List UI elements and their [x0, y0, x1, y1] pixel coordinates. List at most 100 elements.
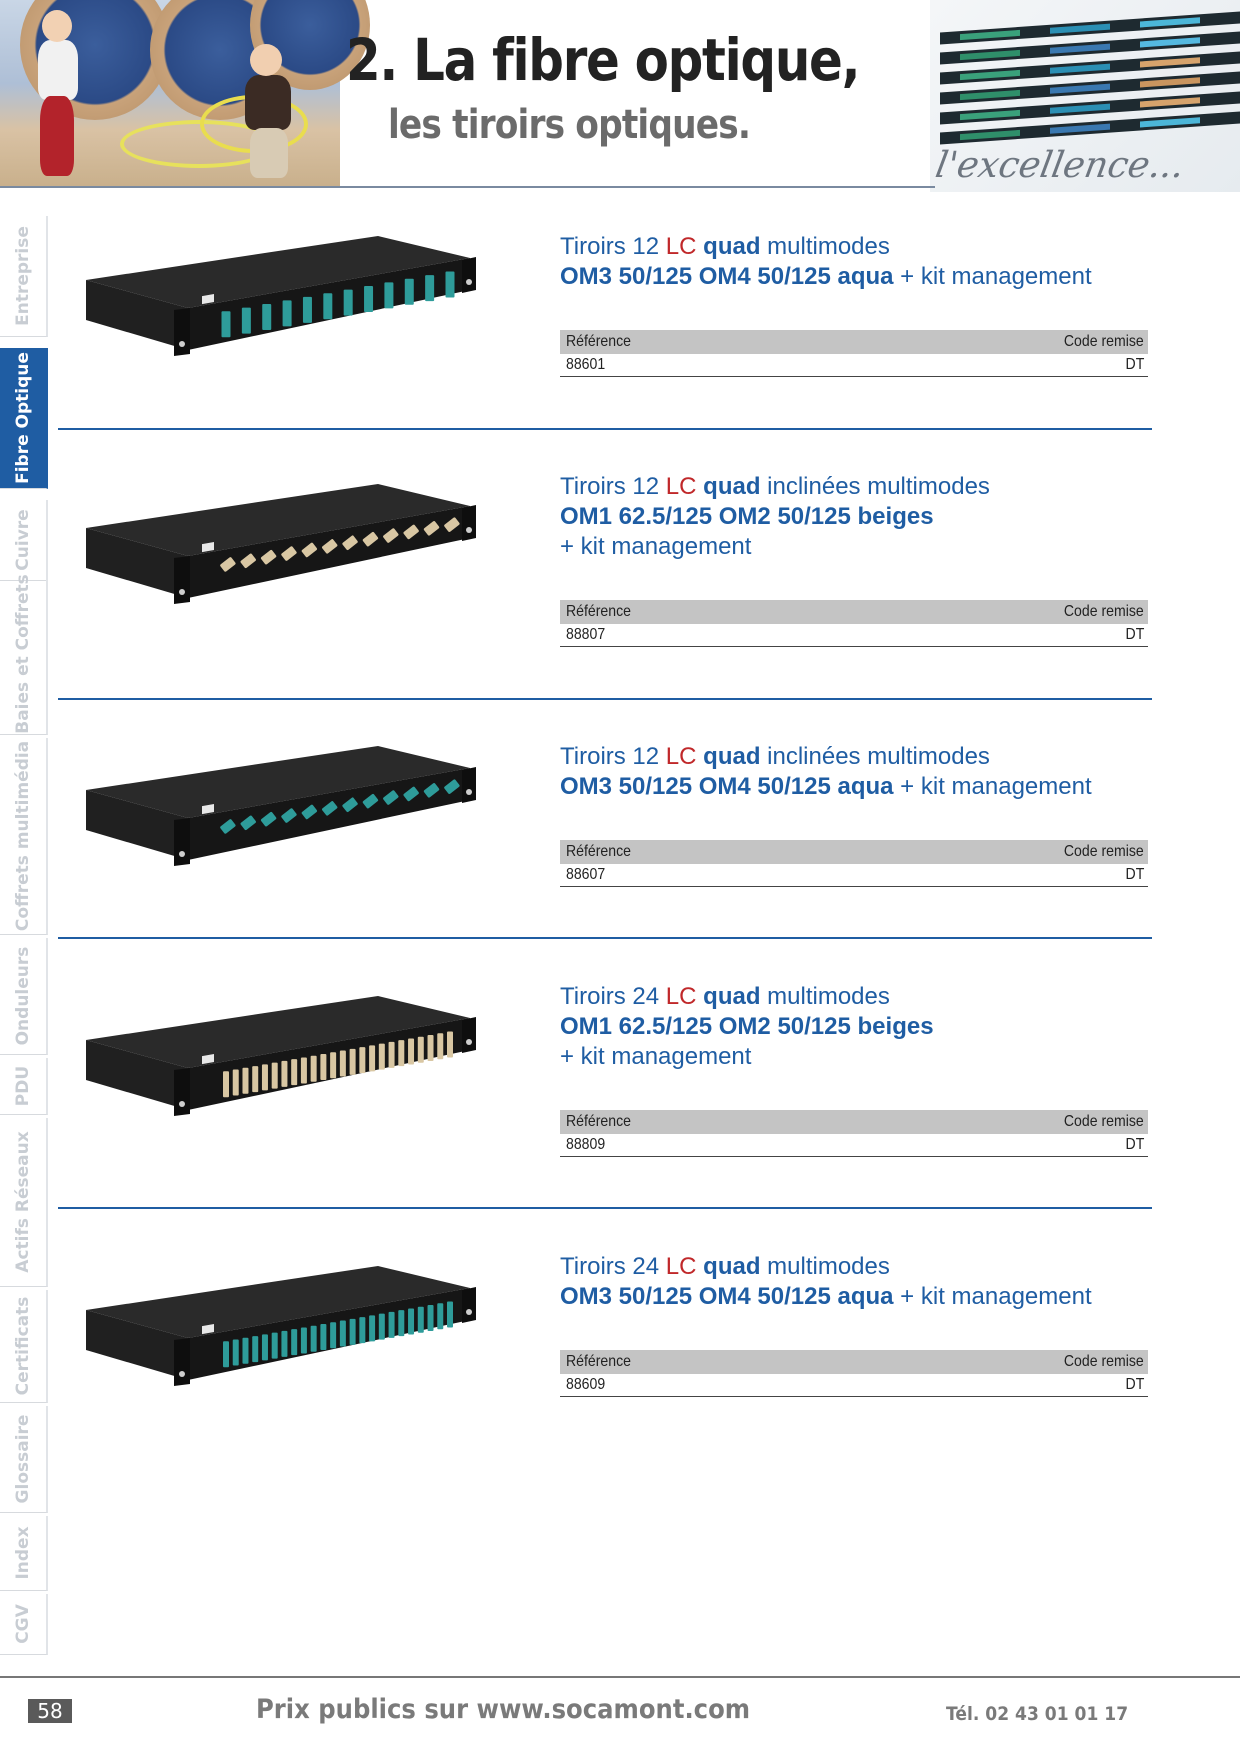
mount-ear-left: [174, 308, 190, 356]
reference-value: 88809: [566, 1136, 606, 1153]
section-divider: [58, 1207, 1152, 1209]
lc-connector: [364, 285, 374, 312]
tab-actifs-reseaux[interactable]: Actifs Réseaux: [0, 1118, 48, 1287]
tab-coffrets-multimedia[interactable]: Coffrets multimédia: [0, 738, 48, 935]
tab-glossaire[interactable]: Glossaire: [0, 1406, 48, 1513]
code-remise-header: Code remise: [1064, 1113, 1144, 1130]
lc-connector: [408, 1308, 415, 1335]
mount-hole: [179, 341, 185, 347]
lc-connector: [310, 1055, 317, 1082]
product-line-1: Tiroirs 12 LC quad multimodes: [560, 233, 890, 260]
lc-connector: [281, 546, 297, 561]
tab-index[interactable]: Index: [0, 1516, 48, 1591]
lc-connector: [339, 1050, 346, 1077]
product-line-1: Tiroirs 12 LC quad inclinées multimodes: [560, 743, 990, 770]
mount-ear-left: [174, 1068, 190, 1116]
lc-connector: [261, 1334, 268, 1361]
tab-certificats[interactable]: Certificats: [0, 1290, 48, 1403]
lc-connector: [383, 528, 399, 543]
lc-connector: [437, 1033, 444, 1060]
lc-connector: [408, 1038, 415, 1065]
lc-connector: [282, 300, 292, 327]
header-photo-racks: [930, 0, 1240, 192]
tab-cuivre[interactable]: Cuivre: [0, 500, 48, 581]
lc-connector: [444, 779, 460, 794]
mount-ear-left: [174, 556, 190, 604]
header-rule: [0, 186, 935, 188]
lc-connector: [302, 296, 312, 323]
lc-connector: [349, 1318, 356, 1345]
lc-connector: [423, 521, 440, 536]
product-88809: Tiroirs 24 LC quad multimodes OM1 62.5/1…: [58, 982, 1152, 1157]
product-description: Tiroirs 12 LC quad inclinées multimodes …: [560, 472, 1152, 562]
mount-hole: [466, 1309, 472, 1315]
drawer-side: [86, 280, 188, 350]
product-description: Tiroirs 12 LC quad multimodes OM3 50/125…: [560, 232, 1152, 292]
code-remise-value: DT: [1125, 1136, 1144, 1153]
drawer-top: [86, 484, 470, 556]
code-remise-header: Code remise: [1064, 843, 1144, 860]
lc-connector: [359, 1047, 366, 1074]
page-header: 2. La fibre optique, les tiroirs optique…: [0, 0, 1240, 192]
lc-connector: [398, 1310, 405, 1337]
product-88807: Tiroirs 12 LC quad inclinées multimodes …: [58, 472, 1152, 647]
lc-connector: [281, 808, 297, 823]
footer-url[interactable]: Prix publics sur www.socamont.com: [256, 1694, 751, 1725]
lc-connector: [388, 1041, 395, 1068]
lc-connector: [241, 307, 251, 334]
mount-ear-right: [462, 505, 476, 541]
product-image: [86, 1266, 476, 1386]
lc-connector: [427, 1304, 434, 1331]
product-description: Tiroirs 24 LC quad multimodes OM3 50/125…: [560, 1252, 1152, 1312]
reference-header: Référence: [566, 333, 631, 350]
drawer-top: [86, 996, 470, 1068]
lc-connector: [301, 804, 318, 820]
lc-connector: [427, 1034, 434, 1061]
mount-hole: [466, 279, 472, 285]
lc-connector: [343, 289, 353, 316]
section-divider: [58, 937, 1152, 939]
product-image: [86, 236, 476, 356]
mount-hole: [466, 527, 472, 533]
lc-connector: [330, 1322, 337, 1349]
code-remise-header: Code remise: [1064, 1353, 1144, 1370]
tab-entreprise[interactable]: Entreprise: [0, 216, 48, 337]
tab-cgv[interactable]: CGV: [0, 1594, 48, 1655]
lc-connector: [260, 811, 277, 827]
lc-connector: [271, 1062, 278, 1089]
lc-connector: [220, 557, 236, 572]
tab-baies-et-coffrets[interactable]: Baies et Coffrets: [0, 574, 48, 735]
product-line-2: OM3 50/125 OM4 50/125 aqua + kit managem…: [560, 263, 1092, 290]
lc-connector: [444, 517, 460, 532]
product-line-3: + kit management: [560, 1043, 752, 1070]
drawer-top: [86, 746, 470, 818]
mount-hole: [179, 851, 185, 857]
footer-rule: [0, 1676, 1240, 1678]
mount-ear-right: [462, 1287, 476, 1323]
lc-connector: [417, 1036, 424, 1063]
lc-connector: [323, 293, 333, 320]
lc-connector: [260, 549, 277, 565]
lc-connector: [320, 1053, 327, 1080]
mount-hole: [179, 1101, 185, 1107]
product-line-1: Tiroirs 12 LC quad inclinées multimodes: [560, 473, 990, 500]
lc-connector: [369, 1045, 376, 1072]
section-divider: [58, 698, 1152, 700]
lc-connector: [221, 311, 231, 338]
lc-connector: [281, 1330, 288, 1357]
tab-fibre-optique[interactable]: Fibre Optique: [0, 348, 48, 489]
mount-hole: [179, 1371, 185, 1377]
tab-pdu[interactable]: PDU: [0, 1058, 48, 1115]
lc-connector: [404, 278, 414, 305]
lc-connector: [369, 1315, 376, 1342]
reference-header: Référence: [566, 603, 631, 620]
product-image: [86, 996, 476, 1116]
mount-ear-left: [174, 1338, 190, 1386]
lc-connector: [398, 1040, 405, 1067]
tab-onduleurs[interactable]: Onduleurs: [0, 938, 48, 1055]
lc-connector: [223, 1071, 229, 1098]
product-description: Tiroirs 12 LC quad inclinées multimodes …: [560, 742, 1152, 802]
lc-connector: [300, 1057, 307, 1084]
